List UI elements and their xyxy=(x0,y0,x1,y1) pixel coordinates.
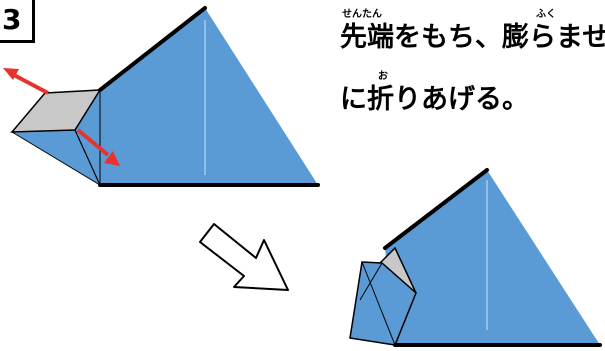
top-flap-dashed-fold-1 xyxy=(74,129,101,186)
top-thick-edge-slope xyxy=(98,6,207,92)
bottom-thick-edge-slope xyxy=(383,168,489,250)
step-number: 3 xyxy=(2,3,22,36)
top-figure xyxy=(3,6,320,187)
outline-arrow-down-right-icon xyxy=(199,223,289,291)
bottom-figure xyxy=(349,168,602,347)
top-main-triangle xyxy=(100,8,318,185)
instruction-line-1: 先端をもち、膨らませ xyxy=(340,22,605,53)
step-number-box: 3 xyxy=(0,0,35,43)
bottom-folded-flap xyxy=(349,261,417,346)
instruction-line-2: に折りあげる。 xyxy=(340,84,529,115)
bottom-flap-crease-2 xyxy=(359,262,383,301)
ruby-fuku: ふく xyxy=(536,9,556,20)
bottom-flap-crease xyxy=(361,261,396,346)
instruction-text: せんたん ふく お 先端をもち、膨らませ に折りあげる。 xyxy=(340,6,605,126)
red-pull-arrow-1 xyxy=(3,68,49,95)
ruby-o: お xyxy=(378,71,388,82)
red-pull-arrow-2 xyxy=(76,128,120,166)
bottom-main-triangle xyxy=(385,170,600,345)
ruby-sentan: せんたん xyxy=(342,9,382,20)
